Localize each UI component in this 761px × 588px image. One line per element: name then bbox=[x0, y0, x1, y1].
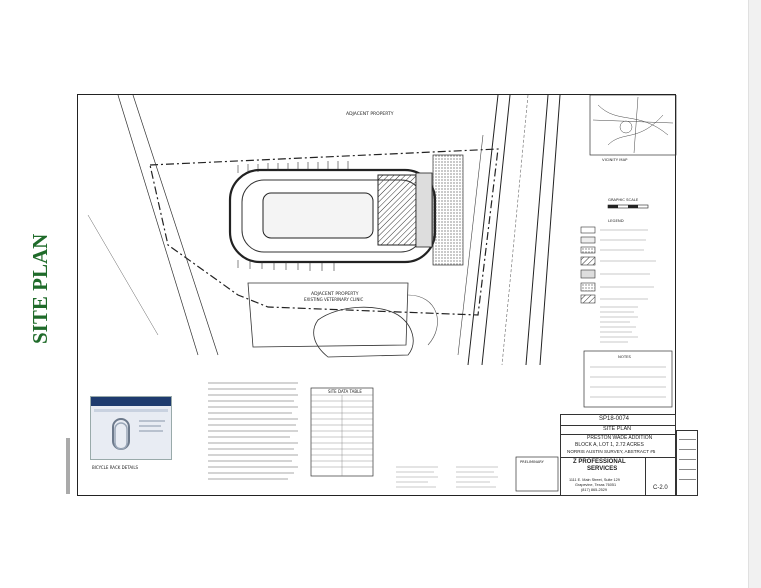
sheet-title: SITE PLAN bbox=[603, 426, 632, 432]
legend-label: LEGEND bbox=[608, 218, 624, 223]
graphic-scale-label: GRAPHIC SCALE bbox=[608, 197, 639, 202]
vicinity-map-label: VICINITY MAP bbox=[602, 157, 628, 162]
adjacent-property-south-sub: EXISTING VETERINARY CLINIC bbox=[304, 297, 364, 302]
sheet-number: C-2.0 bbox=[653, 485, 668, 491]
firm-address-1: 1111 E. Main Street, Suite 129 bbox=[569, 478, 620, 482]
site-plan-drawing: ADJACENT PROPERTY ADJACENT PROPERTY EXIS… bbox=[87, 95, 677, 492]
bicycle-rack-caption: BICYCLE RACK DETAILS bbox=[92, 465, 139, 470]
case-number: SP18-0074 bbox=[599, 416, 630, 422]
survey-name: NORRIS AUSTIN SURVEY, ABSTRACT #5 bbox=[567, 449, 656, 454]
notes-label: NOTES bbox=[618, 354, 632, 359]
preliminary-stamp: PRELIMINARY bbox=[520, 460, 545, 464]
site-data-table-title: SITE DATA TABLE bbox=[328, 389, 362, 394]
revision-column bbox=[676, 430, 698, 496]
vertical-scrollbar[interactable] bbox=[748, 0, 761, 588]
firm-name-1: Z PROFESSIONAL bbox=[573, 459, 626, 465]
site-plan-sheet: ADJACENT PROPERTY ADJACENT PROPERTY EXIS… bbox=[77, 94, 677, 496]
sheet-edge-note bbox=[60, 436, 78, 496]
block-lot: BLOCK A, LOT 1, 2.72 ACRES bbox=[575, 442, 644, 448]
firm-address-2: Grapevine, Texas 76051 bbox=[575, 483, 617, 487]
addition-name: PRESTON WADE ADDITION bbox=[587, 435, 653, 441]
adjacent-property-south-label: ADJACENT PROPERTY bbox=[311, 291, 359, 297]
firm-name-2: SERVICES bbox=[587, 466, 618, 472]
bicycle-rack-detail-image bbox=[90, 396, 172, 460]
side-title-text: SITE PLAN bbox=[28, 234, 52, 344]
firm-phone: (817) 865-2529 bbox=[581, 488, 607, 492]
side-title: SITE PLAN bbox=[22, 232, 54, 347]
adjacent-property-north-label: ADJACENT PROPERTY bbox=[346, 111, 394, 117]
title-block: SP18-0074 SITE PLAN PRESTON WADE ADDITIO… bbox=[560, 414, 676, 496]
